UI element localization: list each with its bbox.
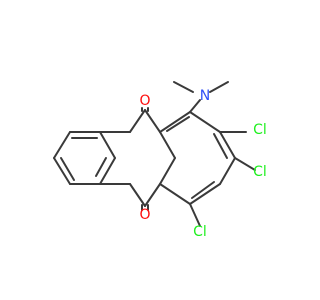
bond <box>159 131 176 159</box>
bond-inner <box>191 181 215 199</box>
bond <box>129 183 146 207</box>
bond <box>219 157 236 185</box>
bond <box>159 111 191 133</box>
chlorine-label-3: Cl <box>193 224 207 240</box>
bond-to-methyl <box>173 81 194 93</box>
chlorine-label-1: Cl <box>253 122 267 138</box>
bond <box>53 131 71 159</box>
molecule-structure-diagram: O O N Cl Cl Cl <box>53 81 267 240</box>
bond-inner <box>60 157 75 181</box>
bond-inner <box>95 157 107 177</box>
chlorine-label-2: Cl <box>253 164 267 180</box>
bond-lines <box>53 81 256 227</box>
oxygen-label-top: O <box>139 93 150 109</box>
bond <box>189 183 221 205</box>
atom-labels: O O N Cl Cl Cl <box>139 88 266 240</box>
bond <box>159 183 191 205</box>
bond-to-methyl <box>209 81 229 93</box>
bond <box>129 109 146 133</box>
bond <box>144 109 161 133</box>
bond <box>144 183 161 207</box>
bond <box>219 131 236 159</box>
bond <box>99 157 116 185</box>
bond <box>159 157 176 185</box>
bond-to-cl <box>234 157 256 171</box>
bond <box>189 111 221 133</box>
bond-inner <box>166 116 190 132</box>
bond-to-n <box>189 99 201 113</box>
bond-to-cl <box>189 203 201 227</box>
bond <box>53 157 71 185</box>
oxygen-label-bottom: O <box>139 207 150 223</box>
bond <box>99 131 116 159</box>
nitrogen-label: N <box>200 88 210 104</box>
bond-inner <box>213 133 228 159</box>
